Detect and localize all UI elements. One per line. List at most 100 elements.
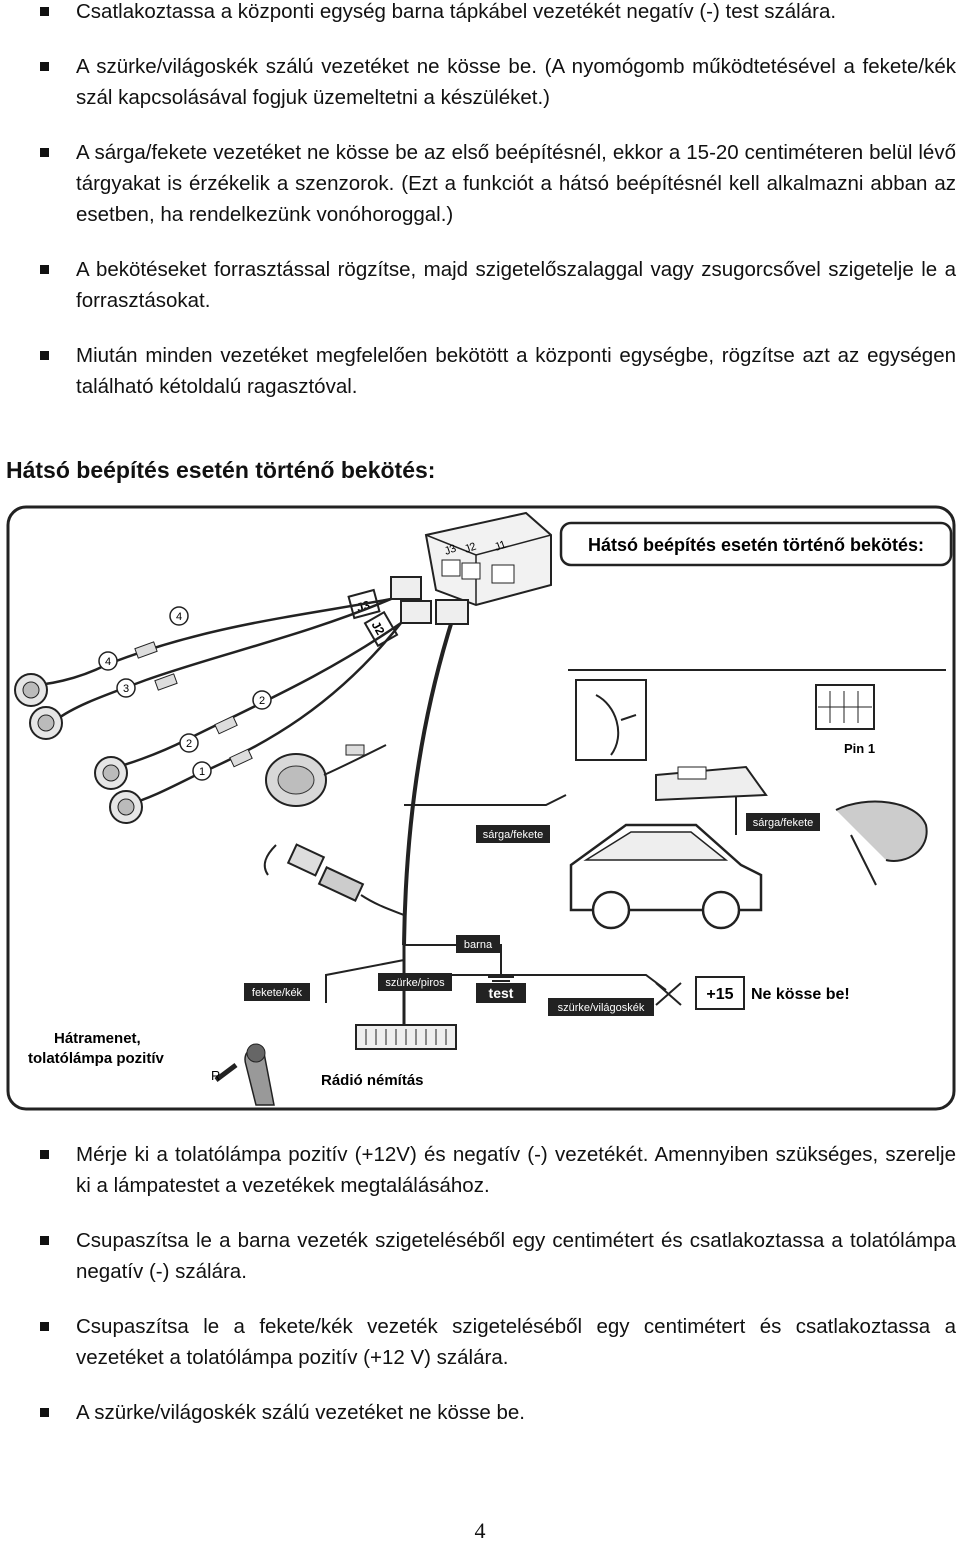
connector-label-j2: J2 bbox=[463, 541, 478, 556]
list-item: A sárga/fekete vezetéket ne kösse be az … bbox=[0, 137, 960, 230]
bullet-text: Miután minden vezetéket megfelelően bekö… bbox=[76, 344, 956, 398]
label-bg bbox=[476, 983, 526, 1003]
connector-label-j3: J3 bbox=[443, 543, 458, 558]
wire-label-gray-red: szürke/piros bbox=[385, 977, 445, 989]
ground-label: test bbox=[489, 985, 514, 1001]
bullet-text: Csatlakoztassa a központi egység barna t… bbox=[76, 0, 837, 23]
top-bullet-list: Csatlakoztassa a központi egység barna t… bbox=[0, 0, 960, 426]
cross-icon bbox=[655, 982, 682, 1006]
sensor-2 bbox=[94, 756, 128, 790]
bullet-text: A szürke/világoskék szálú vezetéket ne k… bbox=[76, 55, 956, 109]
radio-connector bbox=[355, 1024, 457, 1050]
wiring-diagram: Hátsó beépítés esetén történő bekötés: J… bbox=[6, 505, 956, 1111]
section-heading: Hátsó beépítés esetén történő bekötés: bbox=[6, 457, 436, 483]
reverse-light-label-line2: tolatólámpa pozitív bbox=[28, 1050, 165, 1067]
wire-label-gray-lightblue: szürke/világoskék bbox=[558, 1002, 645, 1014]
square-bullet-icon bbox=[40, 351, 49, 360]
plus15-label: +15 bbox=[706, 986, 733, 1003]
list-item: Mérje ki a tolatólámpa pozitív (+12V) és… bbox=[0, 1139, 960, 1201]
sensor-number-2b: 2 bbox=[186, 738, 192, 750]
list-item: Csupaszítsa le a fekete/kék vezeték szig… bbox=[0, 1311, 960, 1373]
diagram-title-box bbox=[559, 521, 953, 567]
bottom-bullet-list: Mérje ki a tolatólámpa pozitív (+12V) és… bbox=[0, 1139, 960, 1452]
square-bullet-icon bbox=[40, 148, 49, 157]
extension-connector bbox=[134, 641, 158, 659]
central-unit bbox=[424, 511, 552, 607]
bullet-text: A szürke/világoskék szálú vezetéket ne k… bbox=[76, 1401, 525, 1424]
sensor-3 bbox=[29, 706, 63, 740]
list-item: A bekötéseket forrasztással rögzítse, ma… bbox=[0, 254, 960, 316]
wire-label-brown: barna bbox=[464, 939, 493, 951]
sensor-number-1: 1 bbox=[199, 766, 205, 778]
bullet-text: Mérje ki a tolatólámpa pozitív (+12V) és… bbox=[76, 1143, 956, 1197]
label-bg bbox=[746, 813, 820, 831]
sensor-number-2: 2 bbox=[259, 695, 265, 707]
sensor-4 bbox=[14, 673, 48, 707]
sensor-number-2-circle bbox=[252, 690, 272, 710]
main-harness-cable bbox=[402, 623, 453, 946]
sensor-cable-2 bbox=[105, 621, 402, 772]
sensor-number-2b-circle bbox=[179, 733, 199, 753]
plug-j3 bbox=[390, 576, 422, 600]
connector-pin-detail bbox=[815, 684, 875, 730]
bullet-text: A bekötéseket forrasztással rögzítse, ma… bbox=[76, 258, 956, 312]
buzzer bbox=[265, 744, 387, 807]
extension-connector bbox=[154, 673, 178, 691]
square-bullet-icon bbox=[40, 1236, 49, 1245]
car-illustration bbox=[569, 823, 763, 930]
trailer-hitch-detail bbox=[835, 800, 928, 886]
diagram-frame bbox=[6, 505, 956, 1111]
bullet-text: A sárga/fekete vezetéket ne kösse be az … bbox=[76, 141, 956, 226]
label-bg bbox=[244, 983, 310, 1001]
push-button-module bbox=[263, 843, 405, 916]
gear-shifter-icon bbox=[244, 1043, 275, 1106]
square-bullet-icon bbox=[40, 1408, 49, 1417]
list-item: A szürke/világoskék szálú vezetéket ne k… bbox=[0, 51, 960, 113]
list-item: Miután minden vezetéket megfelelően bekö… bbox=[0, 340, 960, 402]
list-item: Csatlakoztassa a központi egység barna t… bbox=[0, 0, 960, 27]
bullet-text: Csupaszítsa le a fekete/kék vezeték szig… bbox=[76, 1315, 956, 1369]
sensor-1 bbox=[109, 790, 143, 824]
sensor-number-1-circle bbox=[192, 761, 212, 781]
sensor-number-4b: 4 bbox=[105, 656, 111, 668]
black-blue-branch bbox=[325, 959, 405, 1003]
reverse-arrow-icon bbox=[214, 1063, 238, 1082]
plug-j2 bbox=[400, 600, 432, 624]
label-bg bbox=[378, 973, 452, 991]
tag-j2-label: J2 bbox=[369, 619, 388, 638]
detail-sketch bbox=[595, 694, 637, 756]
label-bg bbox=[456, 935, 500, 953]
square-bullet-icon bbox=[40, 1150, 49, 1159]
sensor-cable-4 bbox=[30, 597, 392, 687]
label-bg bbox=[548, 998, 654, 1016]
sensor-number-3: 3 bbox=[123, 683, 129, 695]
square-bullet-icon bbox=[40, 7, 49, 16]
square-bullet-icon bbox=[40, 265, 49, 274]
page-number: 4 bbox=[474, 1518, 486, 1543]
extension-connector bbox=[214, 715, 238, 735]
extension-connector bbox=[229, 748, 253, 768]
yellow-black-branch bbox=[404, 794, 567, 806]
sensor-number-4: 4 bbox=[176, 611, 182, 623]
radio-mute-label: Rádió némítás bbox=[321, 1072, 424, 1089]
sensor-cable-3 bbox=[55, 597, 392, 722]
bumper-sensor-detail bbox=[575, 679, 647, 761]
wire-label-black-blue: fekete/kék bbox=[252, 987, 303, 999]
ground-branch bbox=[404, 944, 502, 970]
trunk-unit-detail bbox=[655, 765, 768, 835]
label-bg bbox=[476, 825, 550, 843]
bullet-text: Csupaszítsa le a barna vezeték szigetelé… bbox=[76, 1229, 956, 1283]
wire-label-yellow-black-right: sárga/fekete bbox=[753, 817, 814, 829]
plus15-box bbox=[695, 976, 745, 1010]
list-item: A szürke/világoskék szálú vezetéket ne k… bbox=[0, 1397, 960, 1428]
gear-letter: R bbox=[211, 1068, 220, 1083]
sensor-number-4-circle bbox=[169, 606, 189, 626]
sensor-number-4b-circle bbox=[98, 651, 118, 671]
diagram-title: Hátsó beépítés esetén történő bekötés: bbox=[588, 535, 924, 555]
connector-label-j1: J1 bbox=[493, 539, 508, 554]
list-item: Csupaszítsa le a barna vezeték szigetelé… bbox=[0, 1225, 960, 1287]
do-not-connect-label: Ne kösse be! bbox=[751, 986, 850, 1003]
square-bullet-icon bbox=[40, 1322, 49, 1331]
reverse-light-label-line1: Hátramenet, bbox=[54, 1030, 141, 1047]
